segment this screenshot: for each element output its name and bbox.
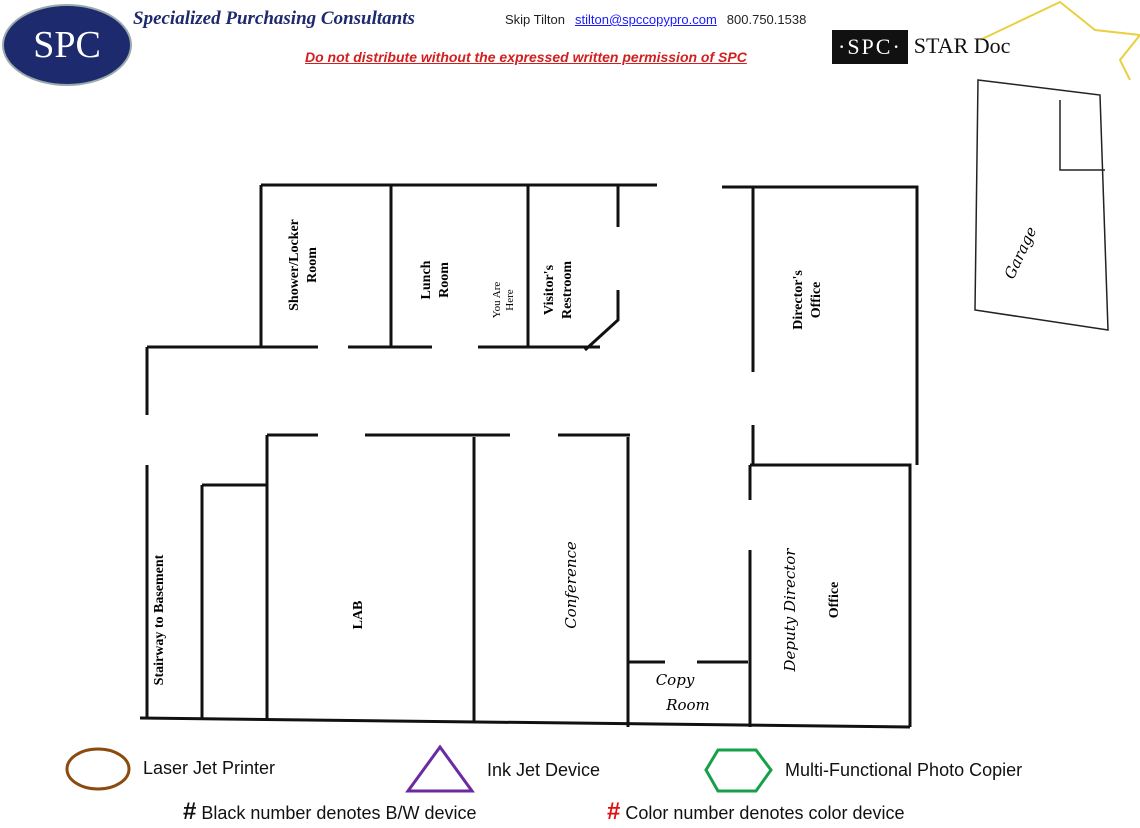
stardoc-title: STAR Doc <box>913 33 1011 58</box>
mfp-hexagon-icon <box>704 748 773 793</box>
room-label-shower: Shower/Locker <box>287 219 302 311</box>
room-label-office: Office <box>827 582 842 619</box>
room-label-restroom: Visitor's <box>542 264 557 315</box>
room-label-shower-2: Room <box>305 247 320 283</box>
room-label-lunch-2: Room <box>437 262 452 298</box>
legend-mfp: Multi-Functional Photo Copier <box>785 760 1023 780</box>
room-label-lunch: Lunch <box>419 260 434 299</box>
contact-name: Skip Tilton <box>505 12 565 27</box>
stardoc-logo: ·SPC·STAR Doc <box>832 30 1010 64</box>
legend-bw: Black number denotes B/W device <box>201 803 477 823</box>
room-label-conference: Conference <box>562 541 580 629</box>
room-label-director-2: Office <box>809 282 824 319</box>
room-label-lab: LAB <box>351 601 366 630</box>
walls <box>139 183 919 729</box>
svg-text:You AreHere: You AreHere <box>491 282 516 319</box>
star-icon <box>979 0 1140 80</box>
room-label-garage: Garage <box>1001 224 1041 282</box>
legend-laser: Laser Jet Printer <box>143 758 276 778</box>
logo-text: SPC <box>33 24 101 66</box>
email-link[interactable]: stilton@spccopypro.com <box>574 12 717 27</box>
room-label-deputy: Deputy Director <box>781 548 799 673</box>
inkjet-triangle-icon <box>405 744 475 793</box>
distribution-warning: Do not distribute without the expressed … <box>305 49 747 65</box>
legend-color: Color number denotes color device <box>625 803 905 823</box>
room-label-restroom-2: Restroom <box>560 261 575 319</box>
room-label-copy: Copy <box>656 671 695 689</box>
laser-printer-circle-icon <box>65 747 131 791</box>
garage-sketch <box>974 79 1109 331</box>
spc-logo: SPC <box>2 4 132 86</box>
bw-hash-icon: # <box>183 798 197 825</box>
you-are-here-label: You Are <box>491 282 503 319</box>
phone: 800.750.1538 <box>726 12 807 27</box>
you-are-here-label-2: Here <box>504 289 516 310</box>
room-label-director: Director's <box>791 270 806 330</box>
color-hash-icon: # <box>607 798 621 825</box>
room-label-stairway: Stairway to Basement <box>152 554 167 685</box>
stardoc-spc: ·SPC· <box>832 30 908 64</box>
legend-inkjet: Ink Jet Device <box>487 760 601 780</box>
company-name: Specialized Purchasing Consultants <box>133 8 415 29</box>
contact-info: Skip Tilton stilton@spccopypro.com 800.750… <box>505 12 806 27</box>
room-label-copy-2: Room <box>665 696 710 714</box>
